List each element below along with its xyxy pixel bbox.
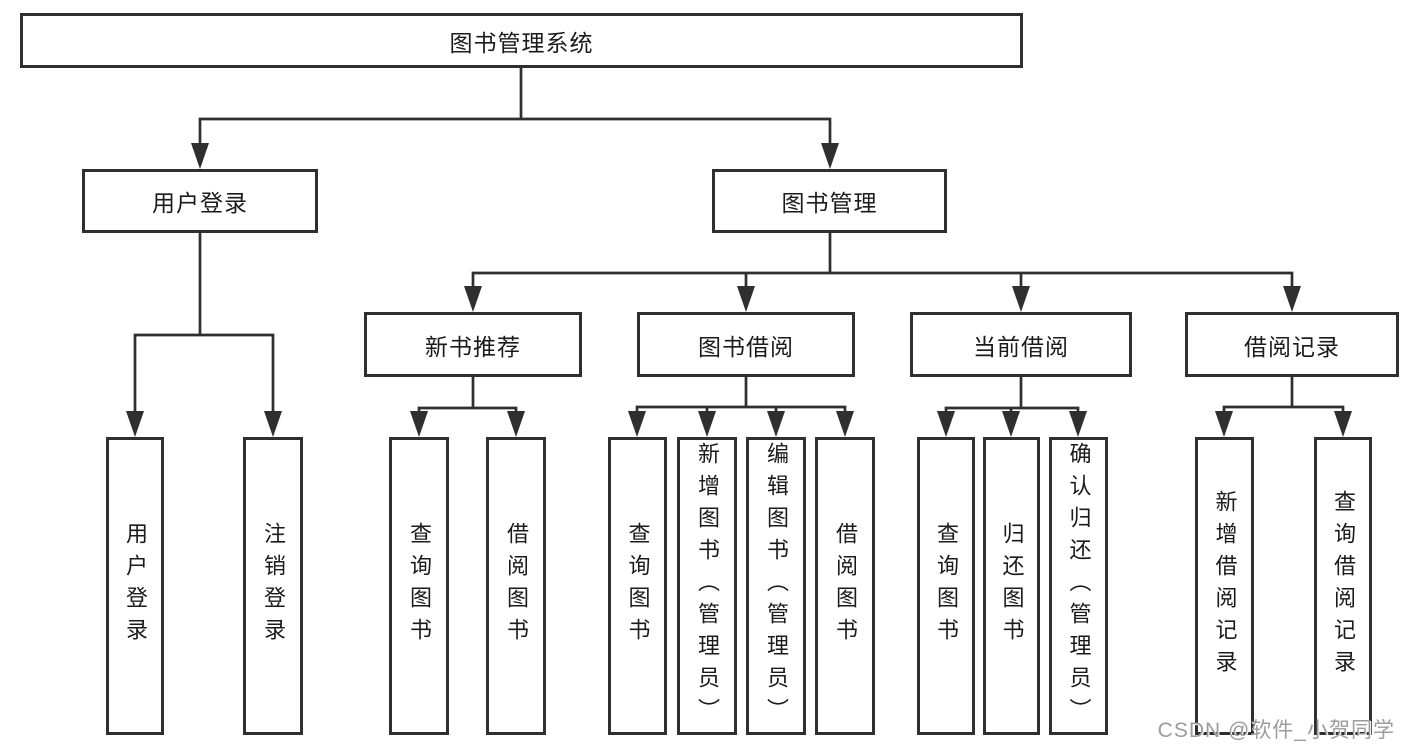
- arrowhead: [410, 411, 428, 437]
- arrowhead: [507, 411, 525, 437]
- leaf-borrow-books-2: 借阅图书: [815, 437, 875, 735]
- arrowhead: [1283, 286, 1301, 312]
- connector-book-borrow-to-leaves: [628, 375, 854, 437]
- arrowhead: [937, 411, 955, 437]
- leaf-add-borrow-record: 新增借阅记录: [1195, 437, 1254, 735]
- leaf-confirm-return-admin: 确认归还（管理员）: [1049, 437, 1108, 735]
- arrowhead: [1334, 411, 1352, 437]
- arrowhead: [1012, 286, 1030, 312]
- connector-book-management-to-level3: [464, 231, 1301, 312]
- leaf-query-books-3: 查询图书: [917, 437, 975, 735]
- arrowhead: [126, 411, 144, 437]
- leaf-logout: 注销登录: [243, 437, 303, 735]
- node-book-management: 图书管理: [712, 169, 947, 233]
- arrowhead: [464, 286, 482, 312]
- connector-root-to-level2: [191, 66, 839, 169]
- node-root-library-system: 图书管理系统: [20, 13, 1023, 68]
- arrowhead: [836, 411, 854, 437]
- arrowhead: [1215, 411, 1233, 437]
- arrowhead: [191, 143, 209, 169]
- node-new-book-recommendation: 新书推荐: [364, 312, 582, 377]
- node-borrowing-records: 借阅记录: [1185, 312, 1399, 377]
- arrowhead: [264, 411, 282, 437]
- node-current-borrowing: 当前借阅: [910, 312, 1132, 377]
- connector-user-login-to-leaves: [126, 231, 282, 437]
- connector-borrow-record-to-leaves: [1215, 375, 1352, 437]
- arrowhead: [628, 411, 646, 437]
- leaf-query-books-2: 查询图书: [608, 437, 667, 735]
- arrowhead: [698, 411, 716, 437]
- arrowhead: [821, 143, 839, 169]
- connector-new-book-rec-to-leaves: [410, 375, 525, 437]
- leaf-edit-books-admin: 编辑图书（管理员）: [746, 437, 806, 735]
- node-user-login: 用户登录: [82, 169, 318, 233]
- leaf-add-books-admin: 新增图书（管理员）: [677, 437, 737, 735]
- node-book-borrowing: 图书借阅: [637, 312, 855, 377]
- arrowhead: [1069, 411, 1087, 437]
- leaf-query-borrow-record: 查询借阅记录: [1314, 437, 1372, 735]
- leaf-borrow-books-1: 借阅图书: [486, 437, 546, 735]
- arrowhead: [767, 411, 785, 437]
- leaf-user-login: 用户登录: [106, 437, 164, 735]
- arrowhead: [1002, 411, 1020, 437]
- leaf-query-books-1: 查询图书: [389, 437, 449, 735]
- csdn-watermark: CSDN @软件_小贺同学: [1157, 719, 1395, 742]
- arrowhead: [737, 286, 755, 312]
- leaf-return-books: 归还图书: [983, 437, 1040, 735]
- connector-current-borrow-to-leaves: [937, 375, 1087, 437]
